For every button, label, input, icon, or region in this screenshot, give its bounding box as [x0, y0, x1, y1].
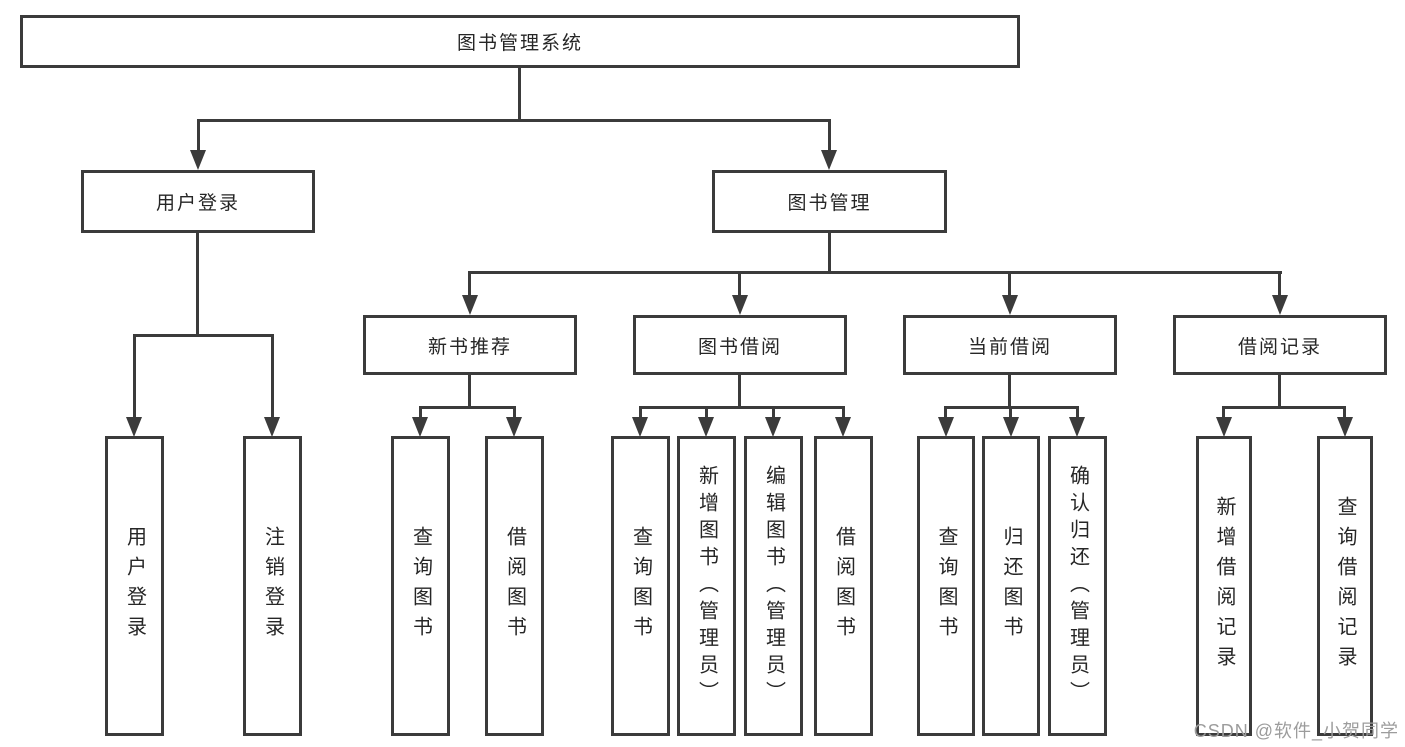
connector-line [468, 271, 1282, 274]
connector-line [197, 119, 831, 122]
node-label: 归还图书 [1000, 526, 1022, 646]
connector-line [772, 406, 775, 417]
node-label: 借阅图书 [832, 526, 855, 646]
node-label: 借阅记录 [1237, 336, 1322, 358]
connector-line [419, 406, 422, 417]
arrowhead-down-icon [1003, 417, 1019, 437]
arrowhead-down-icon [1272, 295, 1288, 315]
node-borrowing-records: 借阅记录 [1173, 315, 1387, 375]
node-query-books-recommend: 查询图书 [391, 436, 450, 736]
node-book-borrowing: 图书借阅 [633, 315, 847, 375]
node-label: 图书管理 [787, 193, 872, 214]
node-user-login: 用户登录 [81, 170, 315, 233]
arrowhead-down-icon [698, 417, 714, 437]
node-borrow-books-borrowing: 借阅图书 [814, 436, 873, 736]
node-label: 图书借阅 [697, 336, 782, 358]
connector-line [518, 68, 521, 121]
connector-line [271, 334, 274, 417]
connector-line [828, 233, 831, 273]
connector-line [738, 375, 741, 408]
node-label: 编辑图书（管理员） [762, 464, 785, 708]
arrowhead-down-icon [821, 150, 837, 170]
node-label: 图书管理系统 [456, 33, 583, 54]
node-edit-book-admin: 编辑图书（管理员） [744, 436, 803, 736]
connector-line [1278, 375, 1281, 408]
node-return-books: 归还图书 [982, 436, 1040, 736]
connector-line [468, 375, 471, 408]
node-confirm-return-admin: 确认归还（管理员） [1048, 436, 1107, 736]
node-query-books-current: 查询图书 [917, 436, 975, 736]
node-label: 用户登录 [123, 526, 146, 646]
connector-line [468, 271, 471, 295]
arrowhead-down-icon [732, 295, 748, 315]
connector-line [639, 406, 845, 409]
connector-line [1008, 375, 1011, 408]
arrowhead-down-icon [1337, 417, 1353, 437]
node-label: 借阅图书 [503, 526, 526, 646]
node-label: 当前借阅 [967, 336, 1052, 358]
arrowhead-down-icon [1069, 417, 1085, 437]
connector-line [944, 406, 947, 417]
node-label: 用户登录 [155, 193, 240, 214]
arrowhead-down-icon [506, 417, 522, 437]
connector-line [513, 406, 516, 417]
connector-line [419, 406, 516, 409]
connector-line [1076, 406, 1079, 417]
connector-line [1278, 271, 1281, 295]
arrowhead-down-icon [1216, 417, 1232, 437]
node-query-books-borrowing: 查询图书 [611, 436, 670, 736]
arrowhead-down-icon [462, 295, 478, 315]
connector-line [196, 233, 199, 335]
node-add-borrow-record: 新增借阅记录 [1196, 436, 1252, 736]
connector-line [828, 119, 831, 150]
connector-line [639, 406, 642, 417]
node-query-borrow-record: 查询借阅记录 [1317, 436, 1373, 736]
node-user-login-leaf: 用户登录 [105, 436, 164, 736]
arrowhead-down-icon [835, 417, 851, 437]
node-label: 新增图书（管理员） [695, 464, 718, 708]
arrowhead-down-icon [938, 417, 954, 437]
arrowhead-down-icon [264, 417, 280, 437]
arrowhead-down-icon [1002, 295, 1018, 315]
arrowhead-down-icon [126, 417, 142, 437]
connector-line [1009, 406, 1012, 417]
watermark-text: CSDN @软件_小贺同学 [1193, 721, 1399, 741]
node-new-book-recommendation: 新书推荐 [363, 315, 577, 375]
arrowhead-down-icon [412, 417, 428, 437]
arrowhead-down-icon [765, 417, 781, 437]
node-logout-login: 注销登录 [243, 436, 302, 736]
node-label: 新增借阅记录 [1213, 496, 1235, 676]
connector-line [1008, 271, 1011, 295]
connector-line [197, 119, 200, 150]
node-label: 查询图书 [409, 526, 432, 646]
node-label: 查询图书 [935, 526, 957, 646]
connector-line [705, 406, 708, 417]
connector-line [738, 271, 741, 295]
arrowhead-down-icon [632, 417, 648, 437]
node-add-book-admin: 新增图书（管理员） [677, 436, 736, 736]
node-current-borrowing: 当前借阅 [903, 315, 1117, 375]
arrowhead-down-icon [190, 150, 206, 170]
connector-line [133, 334, 274, 337]
connector-line [1222, 406, 1346, 409]
node-book-management: 图书管理 [712, 170, 947, 233]
node-label: 新书推荐 [427, 336, 512, 358]
node-label: 查询借阅记录 [1334, 496, 1356, 676]
connector-line [133, 334, 136, 417]
node-label: 确认归还（管理员） [1066, 464, 1089, 708]
node-label: 查询图书 [629, 526, 652, 646]
node-library-management-system: 图书管理系统 [20, 15, 1020, 68]
connector-line [842, 406, 845, 417]
node-label: 注销登录 [261, 526, 284, 646]
connector-line [1343, 406, 1346, 417]
connector-line [1222, 406, 1225, 417]
node-borrow-books-recommend: 借阅图书 [485, 436, 544, 736]
